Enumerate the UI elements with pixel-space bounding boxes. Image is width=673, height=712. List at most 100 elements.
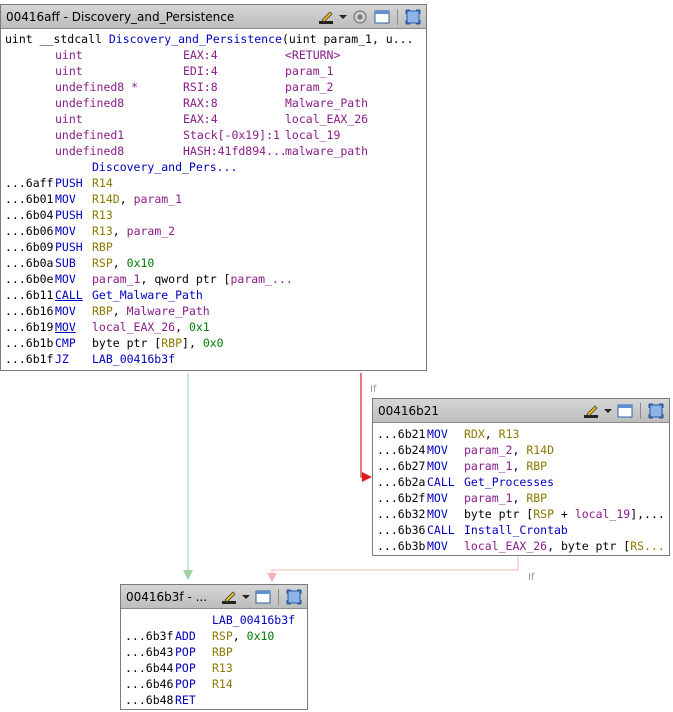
instruction-address[interactable]: ...6b32 <box>377 507 426 521</box>
instruction-address[interactable]: ...6b16 <box>5 304 54 318</box>
instruction-operands[interactable]: Get_Malware_Path <box>92 287 203 303</box>
instruction-operands[interactable]: RBP <box>92 239 113 255</box>
instruction-address[interactable]: ...6b3b <box>377 539 426 553</box>
code-label[interactable]: Discovery_and_Pers... <box>5 159 422 175</box>
operand[interactable]: Get_Malware_Path <box>92 288 203 302</box>
fullscreen-icon[interactable] <box>285 589 303 605</box>
instruction-operands[interactable]: R13 <box>92 207 113 223</box>
instruction-address[interactable]: ...6b21 <box>377 427 426 441</box>
operand[interactable]: R14 <box>212 677 233 691</box>
operand[interactable]: 0x10 <box>246 629 275 643</box>
instruction-mnemonic[interactable]: MOV <box>55 224 76 238</box>
instruction-mnemonic[interactable]: MOV <box>427 427 448 441</box>
block-titlebar[interactable]: 00416b3f - ... <box>121 585 307 609</box>
instruction-operands[interactable]: RBP, Malware_Path <box>92 303 210 319</box>
instruction-mnemonic[interactable]: MOV <box>427 539 448 553</box>
operand[interactable]: Get_Processes <box>464 475 555 489</box>
instruction-mnemonic[interactable]: MOV <box>427 491 448 505</box>
operand[interactable]: RSP <box>533 507 555 521</box>
instruction-mnemonic[interactable]: ADD <box>175 629 196 643</box>
operand[interactable]: RDX <box>464 427 485 441</box>
maximize-window-icon[interactable] <box>373 9 391 25</box>
operand[interactable]: R13 <box>92 224 113 238</box>
operand[interactable]: RS... <box>630 539 665 553</box>
maximize-window-icon[interactable] <box>616 403 634 419</box>
operand[interactable]: R14D <box>92 192 120 206</box>
operand[interactable]: local_EAX_26 <box>464 539 548 553</box>
instruction-operands[interactable]: byte ptr [RSP + local_19],... <box>464 506 665 522</box>
variable-name[interactable]: <RETURN> <box>285 48 341 62</box>
instruction-mnemonic[interactable]: POP <box>175 645 196 659</box>
instruction-operands[interactable]: byte ptr [RBP], 0x0 <box>92 335 224 351</box>
instruction-mnemonic[interactable]: MOV <box>427 507 448 521</box>
instruction-operands[interactable]: local_EAX_26, 0x1 <box>92 319 210 335</box>
operand[interactable]: R14D <box>526 443 555 457</box>
instruction-address[interactable]: ...6b11 <box>5 288 54 302</box>
fullscreen-icon[interactable] <box>647 403 665 419</box>
operand[interactable]: param_1 <box>92 272 141 286</box>
edit-color-icon[interactable] <box>582 403 600 419</box>
instruction-address[interactable]: ...6b06 <box>5 224 54 238</box>
edit-color-icon[interactable] <box>220 589 238 605</box>
instruction-address[interactable]: ...6b36 <box>377 523 426 537</box>
instruction-address[interactable]: ...6b01 <box>5 192 54 206</box>
variable-name[interactable]: Malware_Path <box>285 96 369 110</box>
instruction-operands[interactable]: R13, param_2 <box>92 223 175 239</box>
instruction-address[interactable]: ...6b0e <box>5 272 54 286</box>
operand[interactable]: R13 <box>498 427 520 441</box>
chevron-down-icon[interactable] <box>339 9 347 25</box>
block-titlebar[interactable]: 00416b21 <box>373 399 669 423</box>
instruction-operands[interactable]: Get_Processes <box>464 474 554 490</box>
instruction-address[interactable]: ...6b1b <box>5 336 54 350</box>
instruction-address[interactable]: ...6b43 <box>125 645 174 659</box>
operand[interactable]: param_1 <box>133 192 183 206</box>
operand[interactable]: Malware_Path <box>126 304 210 318</box>
chevron-down-icon[interactable] <box>604 403 612 419</box>
operand[interactable]: R14 <box>92 176 113 190</box>
instruction-operands[interactable]: local_EAX_26, byte ptr [RS... <box>464 538 665 554</box>
instruction-operands[interactable]: RDX, R13 <box>464 426 519 442</box>
instruction-mnemonic[interactable]: MOV <box>55 304 76 318</box>
instruction-address[interactable]: ...6b04 <box>5 208 54 222</box>
instruction-address[interactable]: ...6b2f <box>377 491 426 505</box>
variable-name[interactable]: param_2 <box>285 80 334 94</box>
variable-name[interactable]: local_EAX_26 <box>285 112 369 126</box>
operand[interactable]: RBP <box>161 336 183 350</box>
label-name[interactable]: Discovery_and_Pers... <box>92 160 238 174</box>
chevron-down-icon[interactable] <box>242 589 250 605</box>
instruction-mnemonic[interactable]: MOV <box>427 443 448 457</box>
instruction-mnemonic[interactable]: SUB <box>55 256 76 270</box>
snapshot-icon[interactable] <box>351 9 369 25</box>
instruction-operands[interactable]: RSP, 0x10 <box>92 255 154 271</box>
operand[interactable]: RBP <box>526 459 548 473</box>
operand[interactable]: 0x0 <box>202 336 224 350</box>
edit-color-icon[interactable] <box>317 9 335 25</box>
operand[interactable]: param_2 <box>464 443 513 457</box>
instruction-address[interactable]: ...6b3f <box>125 629 174 643</box>
operand[interactable]: local_EAX_26 <box>92 320 176 334</box>
variable-name[interactable]: local_19 <box>285 128 341 142</box>
instruction-operands[interactable]: R14 <box>92 175 113 191</box>
instruction-operands[interactable]: param_1, RBP <box>464 458 547 474</box>
instruction-operands[interactable]: R13 <box>212 660 233 676</box>
instruction-mnemonic[interactable]: POP <box>175 677 196 691</box>
instruction-mnemonic[interactable]: PUSH <box>55 176 83 190</box>
instruction-operands[interactable]: LAB_00416b3f <box>92 351 175 367</box>
operand[interactable]: Install_Crontab <box>464 523 568 537</box>
instruction-operands[interactable]: param_1, qword ptr [param_... <box>92 271 293 287</box>
